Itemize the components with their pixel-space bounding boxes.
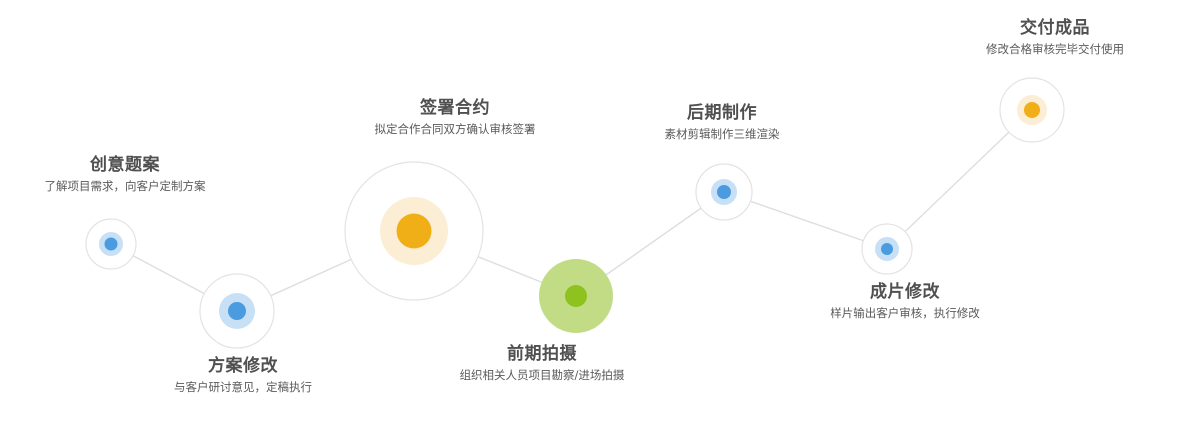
step-2-title: 方案修改: [208, 356, 278, 376]
step-2-label: 方案修改 与客户研讨意见，定稿执行: [83, 355, 403, 396]
connector-6-7: [886, 109, 1033, 250]
step-3-title: 签署合约: [420, 98, 490, 118]
step-1-desc: 了解项目需求，向客户定制方案: [44, 179, 206, 193]
step-node-6: [861, 223, 913, 275]
step-7-desc: 修改合格审核完毕交付使用: [986, 42, 1124, 56]
node-1-dot: [104, 237, 118, 251]
step-5-title: 后期制作: [687, 103, 757, 123]
node-2-dot: [228, 302, 246, 320]
node-7-dot: [1024, 102, 1040, 118]
step-node-3: [344, 161, 484, 301]
step-5-label: 后期制作 素材剪辑制作三维渲染: [562, 102, 882, 143]
step-node-5: [695, 163, 753, 221]
step-5-desc: 素材剪辑制作三维渲染: [664, 127, 780, 141]
step-node-1: [85, 218, 137, 270]
step-6-title: 成片修改: [870, 282, 940, 302]
step-7-label: 交付成品 修改合格审核完毕交付使用: [895, 17, 1200, 58]
step-6-label: 成片修改 样片输出客户审核，执行修改: [745, 281, 1065, 322]
step-node-4: [539, 259, 613, 333]
node-3-dot: [396, 213, 432, 249]
step-1-label: 创意题案 了解项目需求，向客户定制方案: [0, 154, 285, 195]
step-3-desc: 拟定合作合同双方确认审核签署: [374, 122, 536, 136]
step-node-7: [999, 77, 1065, 143]
step-6-desc: 样片输出客户审核，执行修改: [830, 306, 980, 320]
step-4-label: 前期拍摄 组织相关人员项目勘察/进场拍摄: [382, 343, 702, 384]
node-6-dot: [881, 243, 893, 255]
connector-5-6: [723, 191, 888, 250]
step-2-desc: 与客户研讨意见，定稿执行: [174, 380, 312, 394]
step-1-title: 创意题案: [90, 155, 160, 175]
node-4-dot: [565, 285, 587, 307]
step-7-title: 交付成品: [1020, 18, 1090, 38]
node-5-dot: [717, 185, 731, 199]
step-4-desc: 组织相关人员项目勘察/进场拍摄: [459, 368, 625, 382]
step-4-title: 前期拍摄: [507, 344, 577, 364]
step-node-2: [199, 273, 275, 349]
step-3-label: 签署合约 拟定合作合同双方确认审核签署: [295, 97, 615, 138]
